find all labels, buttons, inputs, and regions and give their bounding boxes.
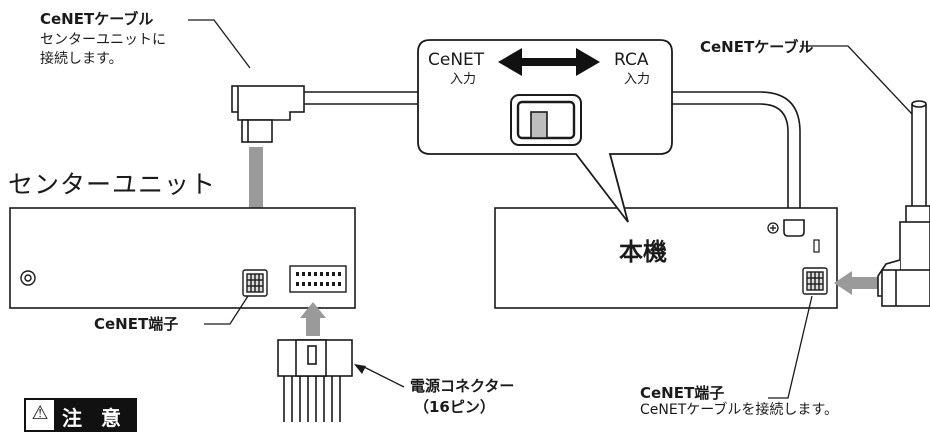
- caution-badge: ⚠ 注 意: [24, 398, 137, 432]
- switch-cenet-sub: 入力: [450, 72, 477, 87]
- diagram-canvas: [9, 19, 930, 422]
- main-terminal-label: CeNET端子: [640, 384, 725, 402]
- main-unit-title: 本機: [619, 238, 667, 266]
- center-cable-note-line1: センターユニットに: [40, 32, 166, 48]
- cenet-cable-run: [300, 91, 801, 222]
- power-connector-pointer-icon: [354, 364, 366, 374]
- cenet-cable-right-icon: [877, 100, 930, 307]
- main-cenet-terminal-icon: [802, 267, 828, 295]
- main-unit-indicator-icon: [813, 239, 820, 253]
- switch-rca-sub: 入力: [624, 72, 651, 87]
- arrow-up-to-power-socket-icon: [300, 302, 326, 336]
- warning-triangle-icon: ⚠: [31, 402, 49, 424]
- main-unit-cable-socket-icon: [783, 219, 805, 237]
- switch-cenet-label: CeNET: [428, 50, 485, 70]
- caution-label: 注 意: [54, 400, 135, 430]
- center-unit-screw-icon: [20, 270, 36, 286]
- main-cable-label: CeNETケーブル: [700, 38, 814, 56]
- cenet-plug-top-icon: [231, 85, 305, 143]
- slide-switch-icon: [510, 94, 582, 146]
- connection-diagram: CeNETケーブル センターユニットに 接続します。 センターユニット CeNE…: [8, 10, 930, 432]
- power-connector-plug-icon: [277, 339, 353, 422]
- center-unit-box: [9, 207, 356, 309]
- main-unit-screw-icon: [767, 222, 779, 234]
- double-arrow-icon: [498, 48, 600, 76]
- center-cable-label: CeNETケーブル: [40, 10, 154, 28]
- center-terminal-label: CeNET端子: [94, 315, 179, 333]
- switch-rca-label: RCA: [614, 50, 649, 70]
- arrow-left-to-main-terminal-icon: [834, 271, 878, 295]
- power-connector-label: 電源コネクター: [410, 377, 515, 395]
- leader-lines: [188, 19, 913, 399]
- center-cenet-terminal-icon: [242, 269, 268, 297]
- power-connector-socket-icon: [289, 265, 347, 293]
- power-connector-pins: （16ピン）: [414, 398, 495, 416]
- center-cable-note-line2: 接続します。: [40, 51, 123, 67]
- center-unit-title: センターユニット: [8, 170, 217, 199]
- main-unit-box: [494, 207, 838, 309]
- main-terminal-note: CeNETケーブルを接続します。: [640, 402, 839, 418]
